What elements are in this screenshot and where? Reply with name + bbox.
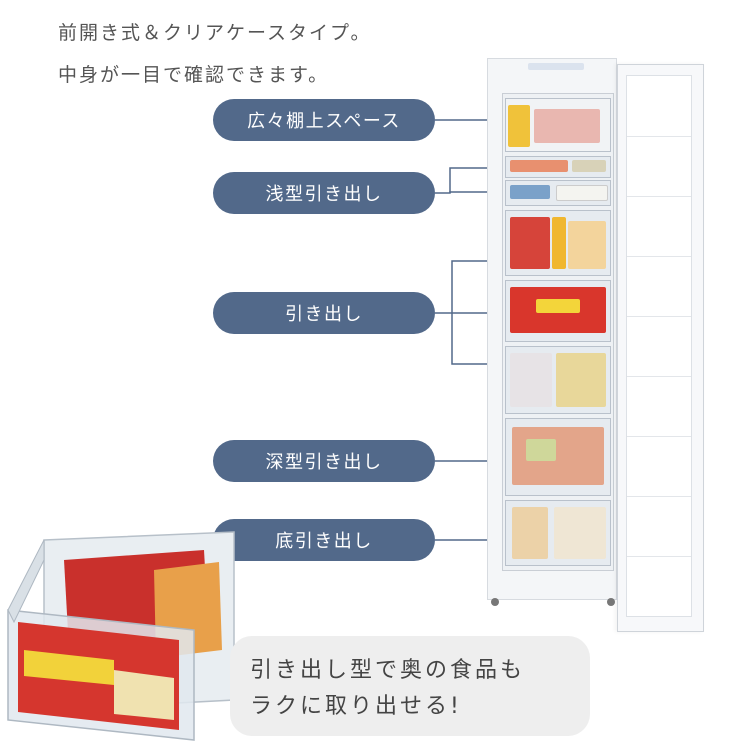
door-groove <box>627 136 691 137</box>
label-deep-drawer: 深型引き出し <box>213 440 435 482</box>
food-pack <box>556 185 608 201</box>
freezer-cabinet <box>487 58 617 600</box>
label-upper-shelf: 広々棚上スペース <box>213 99 435 141</box>
drawer-handle <box>7 539 45 624</box>
deep-drawer <box>505 418 611 496</box>
food-pack <box>554 507 606 559</box>
freezer-door <box>617 64 704 632</box>
freezer-foot <box>491 598 499 606</box>
bread-loaf <box>512 507 548 559</box>
intro-line-1: 前開き式＆クリアケースタイプ。 <box>58 22 372 44</box>
meat-pack <box>534 109 600 143</box>
food-pack <box>510 353 552 407</box>
drawer-1 <box>505 210 611 276</box>
control-panel <box>528 63 584 70</box>
food-pack <box>510 217 550 269</box>
freezer-illustration <box>487 58 704 632</box>
freezer-foot <box>607 598 615 606</box>
door-groove <box>627 376 691 377</box>
pulled-drawer-illustration <box>7 531 235 741</box>
shallow-drawer-2 <box>505 180 611 206</box>
label-drawer: 引き出し <box>213 292 435 334</box>
caption-box <box>230 636 590 736</box>
upper-shelf <box>505 98 611 152</box>
door-groove <box>627 196 691 197</box>
shallow-drawer-1 <box>505 156 611 178</box>
intro-line-2: 中身が一目で確認できます。 <box>58 64 330 86</box>
food-pack <box>568 221 606 269</box>
food-tray <box>510 160 568 172</box>
food-box <box>508 105 530 147</box>
bottom-drawer <box>505 500 611 566</box>
caption-line-2: ラクに取り出せる! <box>250 694 462 719</box>
food-pack <box>526 439 556 461</box>
door-liner <box>626 75 692 617</box>
door-groove <box>627 316 691 317</box>
label-shallow-drawer: 浅型引き出し <box>213 172 435 214</box>
drawer-3 <box>505 346 611 414</box>
door-groove <box>627 556 691 557</box>
caption-line-1: 引き出し型で奥の食品も <box>250 658 526 683</box>
food-pack <box>510 185 550 199</box>
gyoza-illustration <box>114 670 174 720</box>
gyoza-label-yellow <box>24 650 114 685</box>
door-groove <box>627 436 691 437</box>
gyoza-label <box>536 299 580 313</box>
door-groove <box>627 256 691 257</box>
food-tray <box>572 160 606 172</box>
label-bottom-drawer: 底引き出し <box>213 519 435 561</box>
food-pack <box>552 217 566 269</box>
freezer-interior <box>502 93 614 571</box>
connector-shallow-drawer <box>435 167 506 194</box>
drawer-2 <box>505 280 611 342</box>
food-pack <box>556 353 606 407</box>
door-groove <box>627 496 691 497</box>
